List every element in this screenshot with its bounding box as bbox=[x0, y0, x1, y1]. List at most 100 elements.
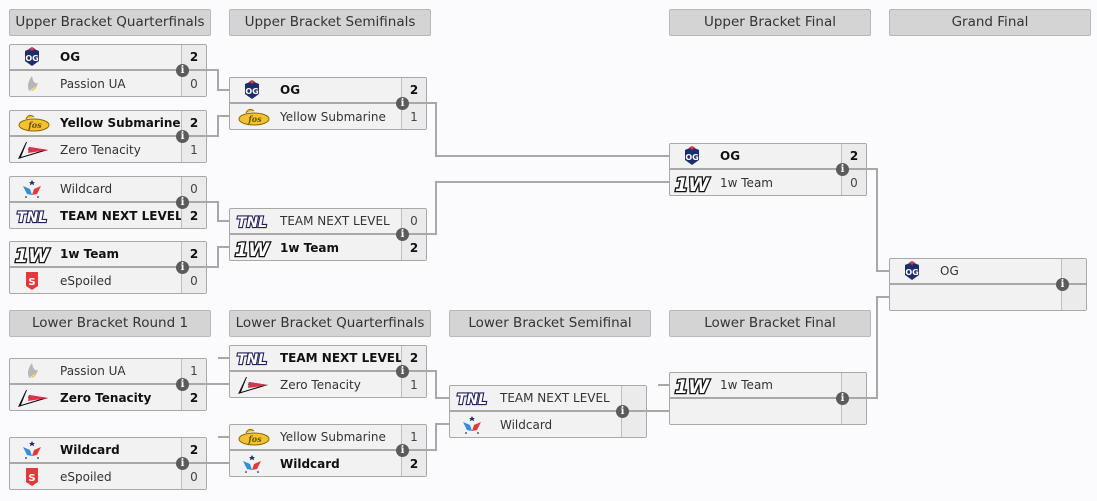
match-info-icon[interactable]: i bbox=[176, 457, 189, 470]
wildcard-logo-icon bbox=[10, 438, 54, 462]
svg-text:fos: fos bbox=[247, 114, 262, 124]
og-logo-icon: OG bbox=[230, 78, 274, 102]
team-name: Passion UA bbox=[60, 76, 126, 91]
connector-lbqf2-lbsf bbox=[426, 423, 449, 451]
team-name: Yellow Submarine bbox=[60, 116, 181, 130]
team-name: Wildcard bbox=[60, 182, 113, 196]
yellow-submarine-logo-icon: fos bbox=[230, 105, 274, 129]
match-lbf[interactable]: 1W 1w Team i bbox=[669, 372, 867, 425]
header-grand-final: Grand Final bbox=[889, 9, 1091, 36]
1w-logo-icon: 1W bbox=[230, 236, 274, 260]
match-info-icon[interactable]: i bbox=[176, 130, 189, 143]
svg-text:S: S bbox=[28, 277, 35, 288]
connector-ubqf3-ubsf2 bbox=[207, 201, 229, 222]
empty-logo-slot bbox=[890, 286, 934, 310]
team-name: TEAM NEXT LEVEL bbox=[500, 391, 610, 405]
team-name: Wildcard bbox=[500, 417, 553, 432]
tnl-logo-icon: TNL bbox=[230, 209, 274, 233]
match-info-icon[interactable]: i bbox=[176, 64, 189, 77]
1w-logo-icon: 1W bbox=[670, 171, 714, 195]
svg-text:TNL: TNL bbox=[237, 215, 267, 231]
espoiled-logo-icon: S bbox=[10, 465, 54, 489]
match-lbsf[interactable]: TNL TEAM NEXT LEVEL Wildcard i bbox=[449, 385, 647, 438]
match-info-icon[interactable]: i bbox=[396, 97, 409, 110]
team-name: TEAM NEXT LEVEL bbox=[280, 214, 390, 228]
match-info-icon[interactable]: i bbox=[616, 405, 629, 418]
team-name: OG bbox=[60, 50, 81, 64]
wildcard-logo-icon bbox=[10, 177, 54, 201]
match-grand-final[interactable]: OG OG i bbox=[889, 258, 1087, 311]
team-score: 2 bbox=[181, 385, 206, 410]
team-name: OG bbox=[720, 149, 741, 163]
team-name: 1w Team bbox=[720, 378, 773, 392]
connector-lbf-gf bbox=[866, 296, 889, 399]
header-lower-bracket-final: Lower Bracket Final bbox=[669, 310, 871, 337]
svg-text:OG: OG bbox=[25, 54, 38, 63]
svg-text:OG: OG bbox=[685, 153, 698, 162]
team-row[interactable]: TNL TEAM NEXT LEVEL bbox=[450, 386, 646, 412]
zero-tenacity-logo-icon bbox=[10, 386, 54, 410]
1w-logo-icon: 1W bbox=[670, 373, 714, 397]
match-info-icon[interactable]: i bbox=[836, 163, 849, 176]
match-info-icon[interactable]: i bbox=[176, 261, 189, 274]
svg-text:OG: OG bbox=[245, 87, 258, 96]
svg-text:TNL: TNL bbox=[457, 392, 487, 408]
team-name: OG bbox=[940, 264, 959, 278]
match-info-icon[interactable]: i bbox=[396, 365, 409, 378]
team-name: eSpoiled bbox=[60, 469, 112, 484]
match-info-icon[interactable]: i bbox=[176, 196, 189, 209]
team-name: Zero Tenacity bbox=[60, 142, 141, 157]
match-info-icon[interactable]: i bbox=[836, 392, 849, 405]
team-name: 1w Team bbox=[60, 247, 119, 261]
header-upper-bracket-semifinals: Upper Bracket Semifinals bbox=[229, 9, 431, 36]
tnl-logo-icon: TNL bbox=[450, 386, 494, 410]
match-info-icon[interactable]: i bbox=[396, 444, 409, 457]
match-info-icon[interactable]: i bbox=[1056, 278, 1069, 291]
svg-text:OG: OG bbox=[905, 268, 918, 277]
zero-tenacity-logo-icon bbox=[10, 138, 54, 162]
connector-ubqf4-ubsf2 bbox=[207, 246, 229, 268]
svg-text:TNL: TNL bbox=[237, 352, 267, 368]
svg-text:fos: fos bbox=[27, 120, 42, 130]
team-name: TEAM NEXT LEVEL bbox=[280, 351, 401, 365]
svg-text:TNL: TNL bbox=[17, 210, 47, 226]
team-name: 1w Team bbox=[720, 175, 773, 190]
match-info-icon[interactable]: i bbox=[176, 378, 189, 391]
svg-text:1W: 1W bbox=[675, 174, 710, 194]
tnl-logo-icon: TNL bbox=[230, 346, 274, 370]
1w-logo-icon: 1W bbox=[10, 242, 54, 266]
header-lower-bracket-round-1: Lower Bracket Round 1 bbox=[9, 310, 211, 337]
team-name: Yellow Submarine bbox=[280, 109, 386, 124]
header-upper-bracket-final: Upper Bracket Final bbox=[669, 9, 871, 36]
match-info-icon[interactable]: i bbox=[396, 228, 409, 241]
team-name: eSpoiled bbox=[60, 273, 112, 288]
